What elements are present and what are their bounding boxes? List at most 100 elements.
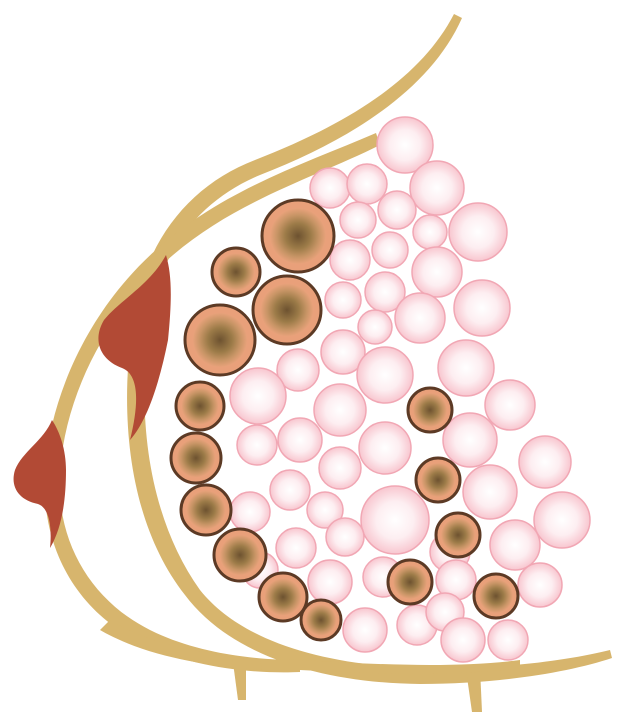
fat-cell (310, 168, 350, 208)
fat-cell (518, 563, 562, 607)
ligament-spur-right (466, 668, 482, 712)
gland-center (187, 491, 226, 530)
gland-center (217, 253, 254, 290)
fat-cell-body (438, 340, 494, 396)
fat-cell-body (314, 384, 366, 436)
gland-lobule (185, 305, 255, 375)
fat-cell (319, 447, 361, 489)
fat-cell (395, 293, 445, 343)
fat-cell (519, 436, 571, 488)
gland-center (270, 208, 326, 264)
fat-cell-body (410, 161, 464, 215)
gland-lobule (176, 382, 224, 430)
fat-cell (378, 191, 416, 229)
fat-cell (449, 203, 507, 261)
gland-center (220, 535, 261, 576)
fat-cell-body (490, 520, 540, 570)
fat-cell (270, 470, 310, 510)
gland-center (479, 579, 513, 613)
fat-cell (488, 620, 528, 660)
fat-cell-body (230, 368, 286, 424)
fat-cell (230, 368, 286, 424)
fat-cell-body (347, 164, 387, 204)
fat-cell (534, 492, 590, 548)
fat-cell-body (357, 347, 413, 403)
fat-cell-body (359, 422, 411, 474)
fat-cell-body (413, 215, 447, 249)
fat-cell (343, 608, 387, 652)
fat-cell (358, 310, 392, 344)
fat-cell-body (319, 447, 361, 489)
fat-cell-body (485, 380, 535, 430)
fat-cell-body (534, 492, 590, 548)
fat-cell (410, 161, 464, 215)
fat-cell-body (449, 203, 507, 261)
fat-cell-body (343, 608, 387, 652)
fat-cell-body (276, 528, 316, 568)
fat-cell (361, 486, 429, 554)
fat-cell (237, 425, 277, 465)
gland-center (441, 518, 475, 552)
fat-cell-body (361, 486, 429, 554)
fat-cell-body (518, 563, 562, 607)
gland-center (421, 463, 455, 497)
fat-cell-body (443, 413, 497, 467)
fat-cell-body (230, 492, 270, 532)
fat-cell (359, 422, 411, 474)
gland-lobule (408, 388, 452, 432)
fat-cell (357, 347, 413, 403)
fat-cell-body (412, 247, 462, 297)
fat-cell (441, 618, 485, 662)
fat-cell-body (519, 436, 571, 488)
gland-lobule (259, 573, 307, 621)
gland-lobule (301, 600, 341, 640)
fat-cell (372, 232, 408, 268)
gland-lobule (214, 529, 266, 581)
fat-cell-body (463, 465, 517, 519)
fat-cell-body (308, 560, 352, 604)
fat-cell (454, 280, 510, 336)
fat-cell (443, 413, 497, 467)
fat-cell-body (372, 232, 408, 268)
fat-cell (325, 282, 361, 318)
fat-cell (314, 384, 366, 436)
nipple-lower (14, 420, 66, 548)
gland-center (181, 387, 218, 424)
fat-cell-body (270, 470, 310, 510)
fat-cell (438, 340, 494, 396)
fat-cell-body (454, 280, 510, 336)
fat-cell-body (325, 282, 361, 318)
gland-center (413, 393, 447, 427)
fat-cell-body (441, 618, 485, 662)
gland-lobule (212, 248, 260, 296)
fat-cell (347, 164, 387, 204)
fat-cell-body (278, 418, 322, 462)
fat-cell (276, 528, 316, 568)
gland-lobule (436, 513, 480, 557)
gland-lobule (416, 458, 460, 502)
fat-cell (278, 418, 322, 462)
fat-cell (413, 215, 447, 249)
gland-center (393, 565, 427, 599)
gland-center (193, 313, 248, 368)
fat-cell-body (237, 425, 277, 465)
fat-cell (340, 202, 376, 238)
gland-center (260, 283, 313, 336)
fat-cell (330, 240, 370, 280)
gland-center (264, 578, 301, 615)
gland-center (305, 604, 336, 635)
fat-cell (463, 465, 517, 519)
gland-lobule (262, 200, 334, 272)
fat-cell-body (326, 518, 364, 556)
gland-lobule (388, 560, 432, 604)
gland-lobule (171, 433, 221, 483)
fat-cell (412, 247, 462, 297)
gland-lobule (253, 276, 321, 344)
gland-lobule (474, 574, 518, 618)
fat-cell-body (330, 240, 370, 280)
fat-cell-body (358, 310, 392, 344)
gland-center (177, 439, 216, 478)
fat-cell (308, 560, 352, 604)
fat-cell-body (378, 191, 416, 229)
